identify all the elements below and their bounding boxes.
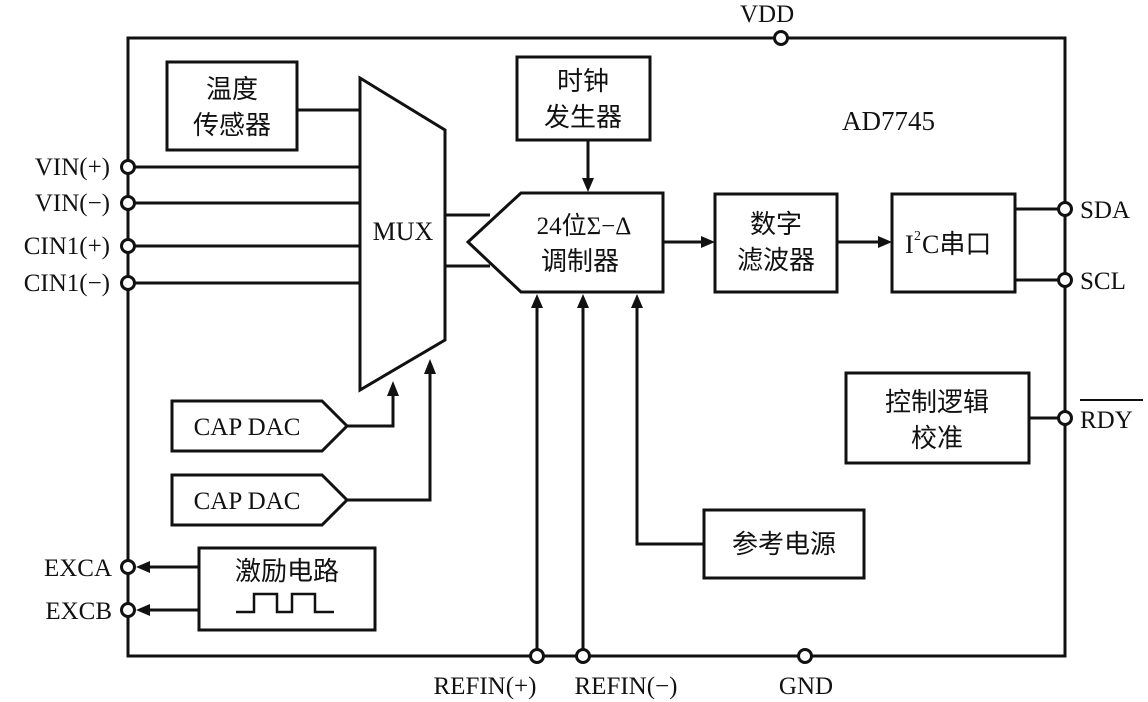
rdy-label: RDY bbox=[1080, 407, 1133, 434]
scl-pin[interactable] bbox=[1057, 272, 1073, 288]
exca-arrowhead bbox=[136, 561, 150, 573]
i2c-letter: I bbox=[905, 230, 914, 259]
cap-dac-2-block bbox=[170, 473, 350, 527]
filter-label-1: 数字 bbox=[750, 210, 802, 239]
clock-gen-label-2: 发生器 bbox=[544, 103, 622, 132]
excitation-block bbox=[197, 546, 377, 632]
control-logic-label-1: 控制逻辑 bbox=[885, 388, 989, 417]
vdd-pin[interactable] bbox=[773, 30, 789, 46]
square-wave-icon bbox=[236, 592, 334, 614]
temp-sensor-block bbox=[165, 60, 299, 152]
mod-to-filter-arrowhead bbox=[701, 236, 715, 248]
cap-dac-1-block bbox=[170, 399, 350, 453]
refin-minus-pin[interactable] bbox=[575, 648, 591, 664]
vdd-label: VDD bbox=[740, 1, 794, 28]
clock-gen-label-1: 时钟 bbox=[557, 67, 609, 96]
gnd-pin[interactable] bbox=[797, 648, 813, 664]
mux-label: MUX bbox=[373, 217, 434, 246]
modulator-label-2: 调制器 bbox=[541, 247, 619, 276]
reference-to-mod-line bbox=[635, 306, 704, 546]
vin-minus-pin[interactable] bbox=[120, 195, 136, 211]
cap-dac-2-label: CAP DAC bbox=[194, 488, 301, 515]
sda-pin[interactable] bbox=[1057, 201, 1073, 217]
vin-minus-label: VIN(−) bbox=[35, 190, 110, 217]
cap-dac-1-label: CAP DAC bbox=[194, 414, 301, 441]
vin-plus-label: VIN(+) bbox=[35, 154, 110, 181]
refin-plus-label: REFIN(+) bbox=[434, 673, 537, 700]
exca-label: EXCA bbox=[44, 555, 112, 582]
cap-dac-2-line bbox=[347, 372, 432, 502]
control-logic-label-2: 校准 bbox=[911, 424, 963, 453]
digital-filter-block bbox=[713, 192, 839, 294]
exca-pin[interactable] bbox=[120, 559, 136, 575]
clock-gen-block bbox=[515, 55, 652, 142]
modulator-label-1: 24位Σ−Δ bbox=[537, 212, 632, 240]
filter-label-2: 滤波器 bbox=[737, 246, 815, 275]
rdy-pin[interactable] bbox=[1057, 410, 1073, 426]
reference-arrowhead bbox=[631, 294, 643, 308]
modulator-block bbox=[465, 191, 665, 294]
cap-dac-2-arrowhead bbox=[424, 359, 436, 374]
cin1-plus-label: CIN1(+) bbox=[24, 233, 110, 260]
vin-plus-pin[interactable] bbox=[120, 159, 136, 175]
temp-sensor-label-2: 传感器 bbox=[193, 111, 271, 140]
excb-pin[interactable] bbox=[120, 602, 136, 618]
clock-arrowhead bbox=[582, 178, 594, 192]
excb-arrowhead bbox=[136, 604, 150, 616]
reference-label: 参考电源 bbox=[732, 530, 836, 559]
gnd-label: GND bbox=[779, 673, 833, 700]
cap-dac-1-arrowhead bbox=[387, 381, 399, 396]
i2c-port-block bbox=[890, 192, 1017, 294]
refin-minus-label: REFIN(−) bbox=[575, 673, 678, 700]
filter-to-i2c-arrowhead bbox=[878, 236, 892, 248]
cap-dac-1-line bbox=[347, 395, 395, 428]
refin-minus-arrowhead bbox=[577, 294, 589, 308]
cin1-minus-pin[interactable] bbox=[120, 275, 136, 291]
mux-block bbox=[358, 75, 447, 393]
excb-label: EXCB bbox=[45, 598, 112, 625]
i2c-superscript: 2 bbox=[914, 229, 921, 244]
excitation-label: 激励电路 bbox=[235, 557, 339, 586]
chip-outline bbox=[126, 36, 1067, 658]
cin1-minus-label: CIN1(−) bbox=[24, 270, 110, 297]
cin1-plus-pin[interactable] bbox=[120, 238, 136, 254]
chip-name: AD7745 bbox=[842, 106, 935, 136]
i2c-label: C串口 bbox=[922, 230, 991, 259]
sda-label: SDA bbox=[1080, 197, 1130, 224]
reference-block bbox=[702, 508, 866, 580]
refin-plus-pin[interactable] bbox=[529, 648, 545, 664]
temp-sensor-label-1: 温度 bbox=[206, 75, 258, 104]
refin-plus-arrowhead bbox=[531, 294, 543, 308]
scl-label: SCL bbox=[1080, 268, 1126, 295]
